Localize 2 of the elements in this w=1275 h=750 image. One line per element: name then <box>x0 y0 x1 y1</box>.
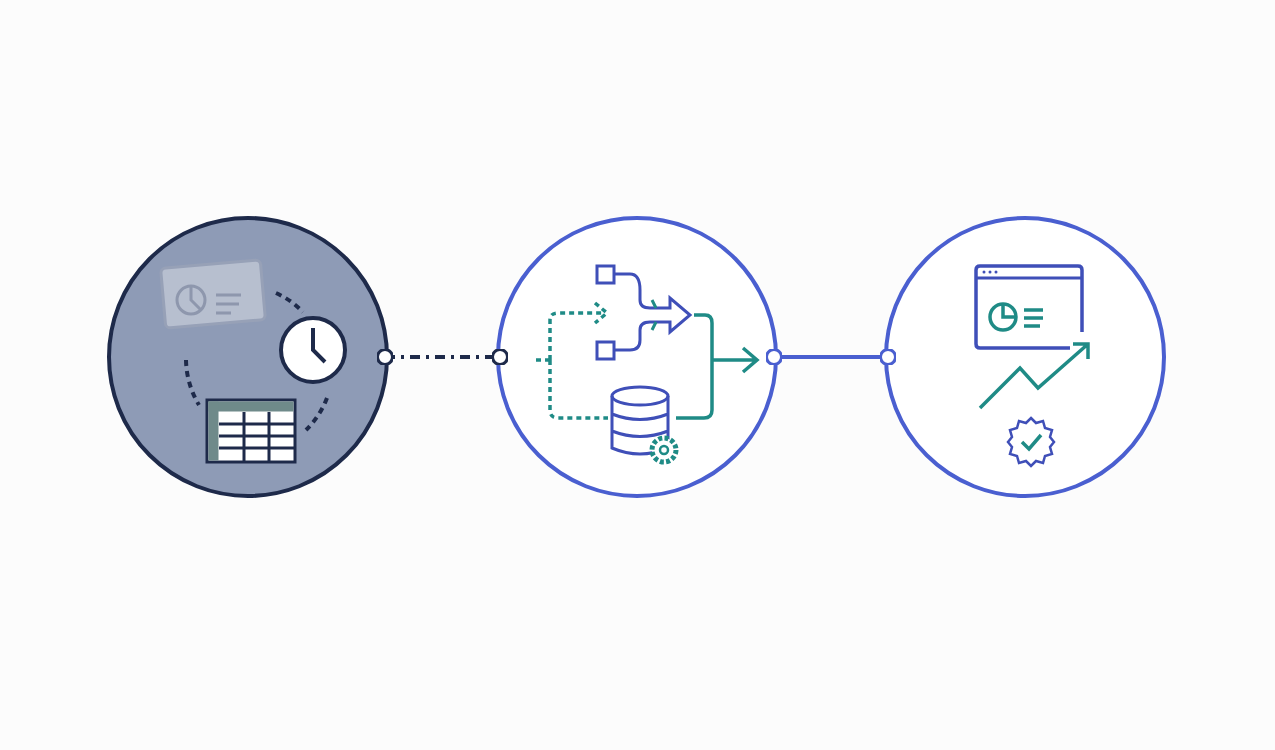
connector-line <box>765 348 897 366</box>
connector-line <box>376 348 509 366</box>
